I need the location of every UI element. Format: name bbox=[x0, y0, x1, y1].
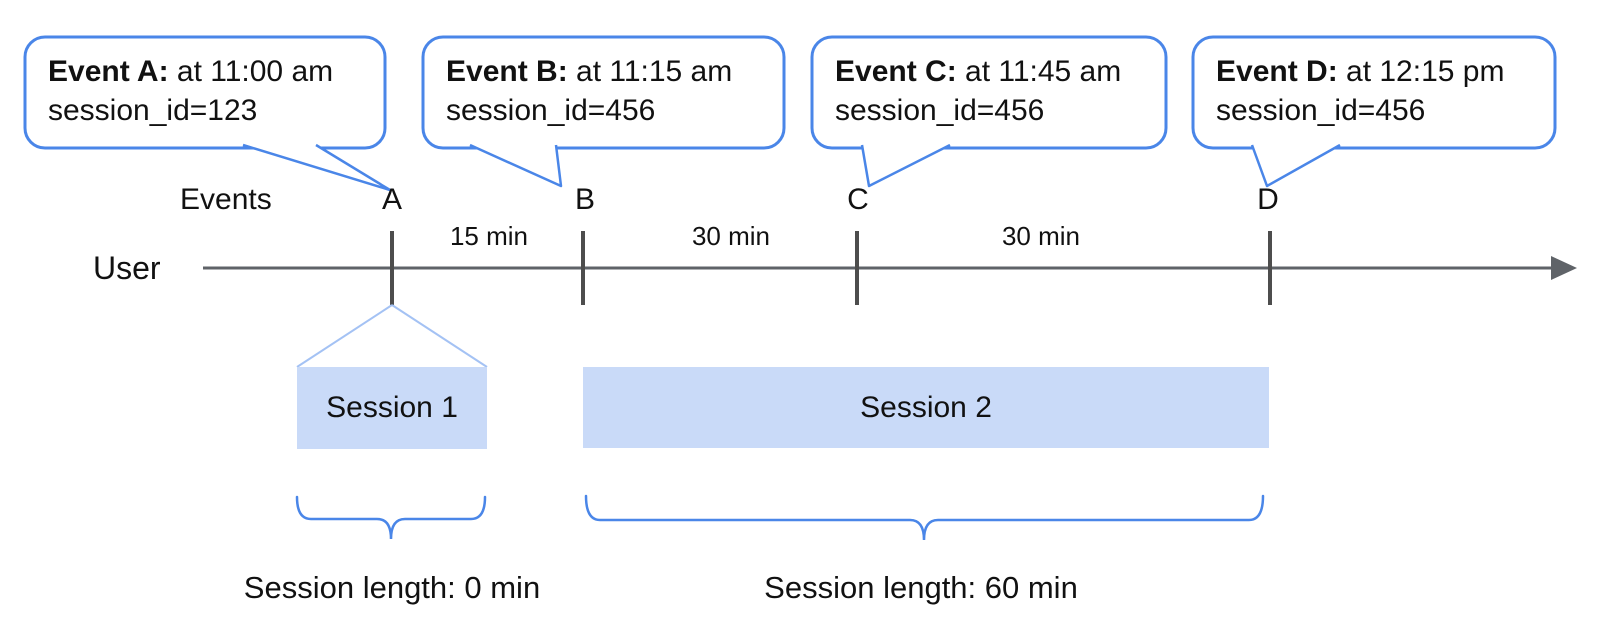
event-letter-d: D bbox=[1257, 183, 1279, 216]
event-letter-a: A bbox=[381, 183, 403, 216]
callout-bubble-a bbox=[23, 35, 387, 150]
session1-length-label: Session length: 0 min bbox=[243, 570, 541, 605]
user-axis-label: User bbox=[93, 250, 161, 286]
callout-a-title: Event A: bbox=[48, 55, 169, 88]
callout-bubble-d bbox=[1191, 35, 1557, 150]
callout-c-title: Event C: bbox=[835, 55, 957, 88]
session1-funnel-left-line bbox=[296, 304, 393, 368]
callout-tail-a bbox=[242, 143, 392, 192]
event-letter-b: B bbox=[574, 183, 596, 216]
interval-c-d-label: 30 min bbox=[1001, 221, 1081, 251]
callout-d-session-id: session_id=456 bbox=[1216, 94, 1426, 127]
callout-a-time: at 11:00 am bbox=[168, 55, 334, 88]
callout-d-title: Event D: bbox=[1216, 55, 1338, 88]
session2-brace bbox=[584, 494, 1265, 541]
callout-bubble-c bbox=[810, 35, 1168, 150]
events-axis-label: Events bbox=[180, 183, 272, 216]
session1-funnel-right-line bbox=[391, 304, 488, 368]
callout-b-line1: Event B: at 11:15 am bbox=[446, 52, 732, 91]
session1-box-shape bbox=[297, 367, 487, 449]
callout-d-line1: Event D: at 12:15 pm bbox=[1216, 52, 1504, 91]
callout-b-session-id: session_id=456 bbox=[446, 94, 656, 127]
callout-a-line1: Event A: at 11:00 am bbox=[48, 52, 333, 91]
interval-b-c-label: 30 min bbox=[691, 221, 771, 251]
callout-tail-b bbox=[469, 143, 563, 188]
callout-tail-d bbox=[1250, 143, 1341, 188]
callout-a-session-id: session_id=123 bbox=[48, 94, 258, 127]
callout-c-text: Event C: at 11:45 am session_id=456 bbox=[835, 52, 1121, 130]
session1-brace bbox=[295, 495, 487, 540]
event-letter-c: C bbox=[847, 183, 869, 216]
callout-c-line1: Event C: at 11:45 am bbox=[835, 52, 1121, 91]
timeline-arrowhead-icon bbox=[1551, 256, 1577, 280]
session2-box-shape bbox=[583, 367, 1269, 448]
callout-d-text: Event D: at 12:15 pm session_id=456 bbox=[1216, 52, 1504, 130]
callout-c-session-id: session_id=456 bbox=[835, 94, 1045, 127]
session2-length-label: Session length: 60 min bbox=[764, 570, 1078, 605]
callout-b-time: at 11:15 am bbox=[567, 55, 733, 88]
interval-a-b-label: 15 min bbox=[449, 221, 529, 251]
callout-tail-c bbox=[860, 143, 951, 188]
session1-box-label: Session 1 bbox=[326, 391, 458, 424]
callout-c-time: at 11:45 am bbox=[956, 55, 1122, 88]
callout-b-text: Event B: at 11:15 am session_id=456 bbox=[446, 52, 732, 130]
callout-a-text: Event A: at 11:00 am session_id=123 bbox=[48, 52, 333, 130]
callout-d-time: at 12:15 pm bbox=[1337, 55, 1505, 88]
session2-box-label: Session 2 bbox=[860, 390, 992, 424]
callout-b-title: Event B: bbox=[446, 55, 568, 88]
callout-bubble-b bbox=[421, 35, 786, 150]
